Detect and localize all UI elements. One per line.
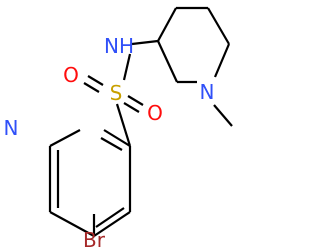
bond-s-o-bottom-a — [127, 95, 144, 106]
bond-c3pip-c2 — [157, 40, 178, 83]
atom-s: S — [110, 81, 123, 105]
bond-c4-c3pip — [157, 7, 177, 42]
atom-br: Br — [83, 228, 106, 250]
atom-n-amide: NH — [104, 34, 134, 58]
bond-c3-c4-inner — [95, 207, 125, 228]
molecule-structure-diagram: NH S O O N N Br — [4, 6, 233, 250]
bond-c6-c5 — [207, 7, 230, 45]
bond-c3-c4 — [93, 211, 131, 237]
bond-c5-npy — [103, 129, 131, 147]
bond-c2-c3 — [49, 211, 95, 237]
bond-s-n — [122, 53, 132, 81]
atom-n-pyridine: N — [4, 116, 19, 140]
bond-n-c6 — [213, 43, 231, 78]
bond-n-c3pip — [131, 39, 159, 46]
atom-n-piperidine: N — [200, 80, 215, 104]
bond-s-o-top-b — [83, 82, 100, 93]
bonds — [48, 6, 233, 237]
bond-n-methyl — [213, 104, 233, 127]
atom-n-amide-symbol: N — [104, 34, 119, 58]
bond-npy-c1 — [49, 129, 81, 147]
atom-labels: NH S O O N N Br — [4, 34, 215, 250]
atom-o-bottom: O — [147, 101, 163, 125]
bond-s-o-top-a — [87, 75, 104, 86]
atom-n-amide-hydrogen: H — [119, 34, 134, 58]
bond-c5-s — [115, 103, 132, 147]
bond-s-o-bottom-b — [123, 102, 140, 113]
bond-c5-npy-inner — [100, 137, 123, 151]
atom-o-top: O — [63, 63, 79, 87]
